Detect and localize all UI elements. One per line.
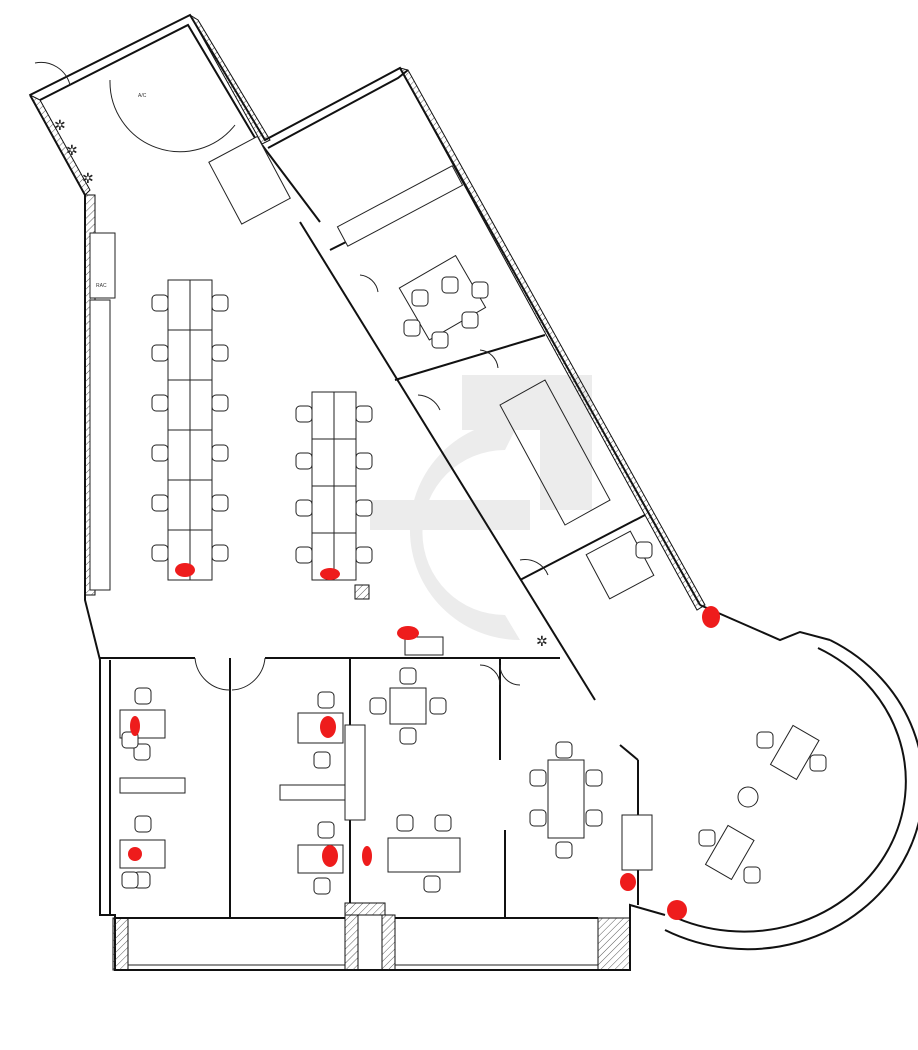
rac-label: RAC — [96, 283, 107, 289]
markers — [128, 563, 720, 920]
chair — [461, 311, 479, 329]
chair — [295, 546, 313, 564]
chair — [151, 494, 169, 512]
chair — [431, 331, 449, 349]
chair — [211, 494, 229, 512]
chair — [134, 815, 152, 833]
svg-text:✲: ✲ — [536, 633, 548, 649]
chair — [211, 294, 229, 312]
chair — [295, 499, 313, 517]
chair — [529, 769, 547, 787]
chair — [133, 743, 151, 761]
chair — [355, 405, 373, 423]
chair — [295, 405, 313, 423]
location-marker — [702, 606, 720, 628]
chair — [555, 741, 573, 759]
chair — [151, 294, 169, 312]
svg-text:✲: ✲ — [54, 117, 66, 133]
plant-icons: ✲✲✲✲ — [54, 117, 548, 649]
location-marker — [362, 846, 372, 866]
chair — [134, 687, 152, 705]
chair — [151, 544, 169, 562]
chair — [399, 727, 417, 745]
chair — [151, 444, 169, 462]
ac-label: A/C — [138, 93, 147, 99]
chair — [317, 691, 335, 709]
chair — [295, 452, 313, 470]
chair — [698, 829, 716, 847]
location-marker — [128, 847, 142, 861]
chair — [211, 444, 229, 462]
chair — [585, 769, 603, 787]
svg-text:✲: ✲ — [82, 170, 94, 186]
chair — [121, 731, 139, 749]
chair — [434, 814, 452, 832]
location-marker — [667, 900, 687, 920]
chair — [211, 344, 229, 362]
doors — [34, 61, 549, 691]
chair — [423, 875, 441, 893]
chair — [121, 871, 139, 889]
location-marker — [320, 716, 336, 738]
chair — [441, 276, 459, 294]
chair — [355, 546, 373, 564]
chair — [429, 697, 447, 715]
chair — [355, 499, 373, 517]
location-marker — [130, 716, 140, 736]
chair — [743, 866, 761, 884]
chair — [317, 821, 335, 839]
chair — [555, 841, 573, 859]
chair — [396, 814, 414, 832]
chair — [369, 697, 387, 715]
chair — [756, 731, 774, 749]
location-marker — [620, 873, 636, 891]
chair — [585, 809, 603, 827]
chair — [211, 544, 229, 562]
chair — [403, 319, 421, 337]
location-marker — [320, 568, 340, 580]
chair — [411, 289, 429, 307]
chair — [529, 809, 547, 827]
chair — [635, 541, 653, 559]
watermark-logo — [370, 375, 592, 640]
exterior-walls — [28, 13, 918, 971]
chair — [151, 344, 169, 362]
location-marker — [175, 563, 195, 577]
chair — [471, 281, 489, 299]
chair — [355, 452, 373, 470]
furniture — [89, 135, 827, 895]
svg-text:✲: ✲ — [66, 142, 78, 158]
chair — [313, 751, 331, 769]
interior-walls — [100, 144, 646, 966]
chair — [313, 877, 331, 895]
chair — [399, 667, 417, 685]
location-marker — [397, 626, 419, 640]
chair — [151, 394, 169, 412]
chair — [211, 394, 229, 412]
location-marker — [322, 845, 338, 867]
chair — [809, 754, 827, 772]
